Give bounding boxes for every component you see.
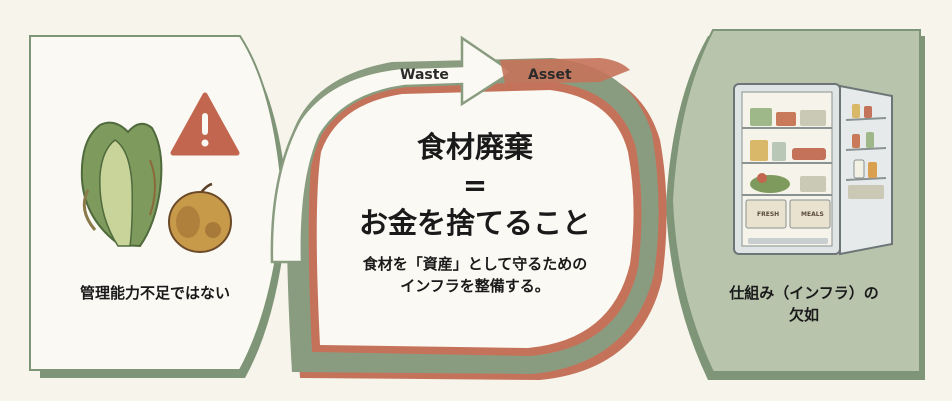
rotten-apple-icon bbox=[168, 182, 232, 253]
left-panel bbox=[29, 35, 288, 378]
center-title-equals: = bbox=[462, 168, 488, 202]
open-refrigerator-icon: FRESH MEALS bbox=[733, 83, 893, 256]
cycle-band bbox=[287, 58, 667, 380]
arrow-label-waste: Waste bbox=[400, 67, 449, 83]
center-title-line3: お金を捨てること bbox=[358, 206, 591, 240]
right-caption-line1: 仕組み（インフラ）の bbox=[729, 284, 879, 302]
left-caption: 管理能力不足ではない bbox=[79, 284, 230, 302]
right-caption-line2: 欠如 bbox=[788, 306, 819, 324]
arrow-label-asset: Asset bbox=[528, 67, 572, 83]
center-title: 食材廃棄 = お金を捨てること bbox=[330, 128, 620, 242]
center-title-line1: 食材廃棄 bbox=[416, 130, 533, 164]
fridge-label-fresh: FRESH bbox=[757, 211, 779, 218]
wilted-lettuce-icon bbox=[80, 121, 163, 248]
warning-triangle-icon bbox=[170, 92, 240, 156]
center-subtitle-line1: 食材を「資産」として守るための bbox=[362, 255, 588, 273]
fridge-label-meals: MEALS bbox=[801, 211, 824, 218]
center-subtitle: 食材を「資産」として守るための インフラを整備する。 bbox=[320, 253, 630, 297]
waste-to-asset-arrow: Waste Asset bbox=[270, 35, 630, 264]
center-subtitle-line2: インフラを整備する。 bbox=[400, 277, 550, 295]
right-caption: 仕組み（インフラ）の 欠如 bbox=[690, 282, 918, 326]
